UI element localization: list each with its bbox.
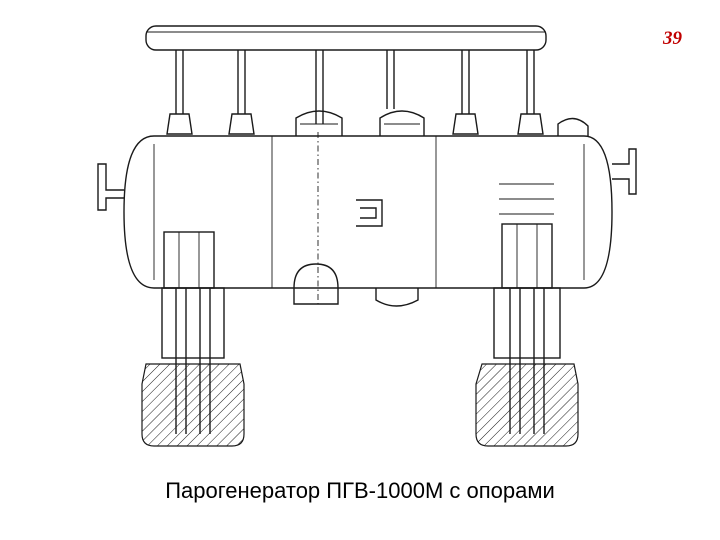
collector-pipe bbox=[145, 25, 547, 51]
foundation-right bbox=[475, 363, 579, 447]
nozzle-6 bbox=[517, 50, 544, 135]
slide-caption: Парогенератор ПГВ-1000М с опорами bbox=[165, 478, 555, 503]
steam-generator-drawing bbox=[97, 25, 637, 447]
end-fittings bbox=[97, 117, 637, 211]
nozzle-5 bbox=[452, 50, 479, 135]
top-manholes bbox=[295, 110, 425, 136]
bottom-manholes bbox=[293, 263, 419, 307]
nozzle-2 bbox=[228, 50, 255, 135]
foundation-left bbox=[141, 363, 245, 447]
nozzle-3 bbox=[315, 50, 324, 124]
steam-nozzles bbox=[166, 50, 544, 135]
nozzle-4 bbox=[386, 50, 395, 109]
nozzle-1 bbox=[166, 50, 193, 135]
page-number: 39 bbox=[663, 28, 682, 49]
vessel-shell bbox=[123, 132, 613, 304]
